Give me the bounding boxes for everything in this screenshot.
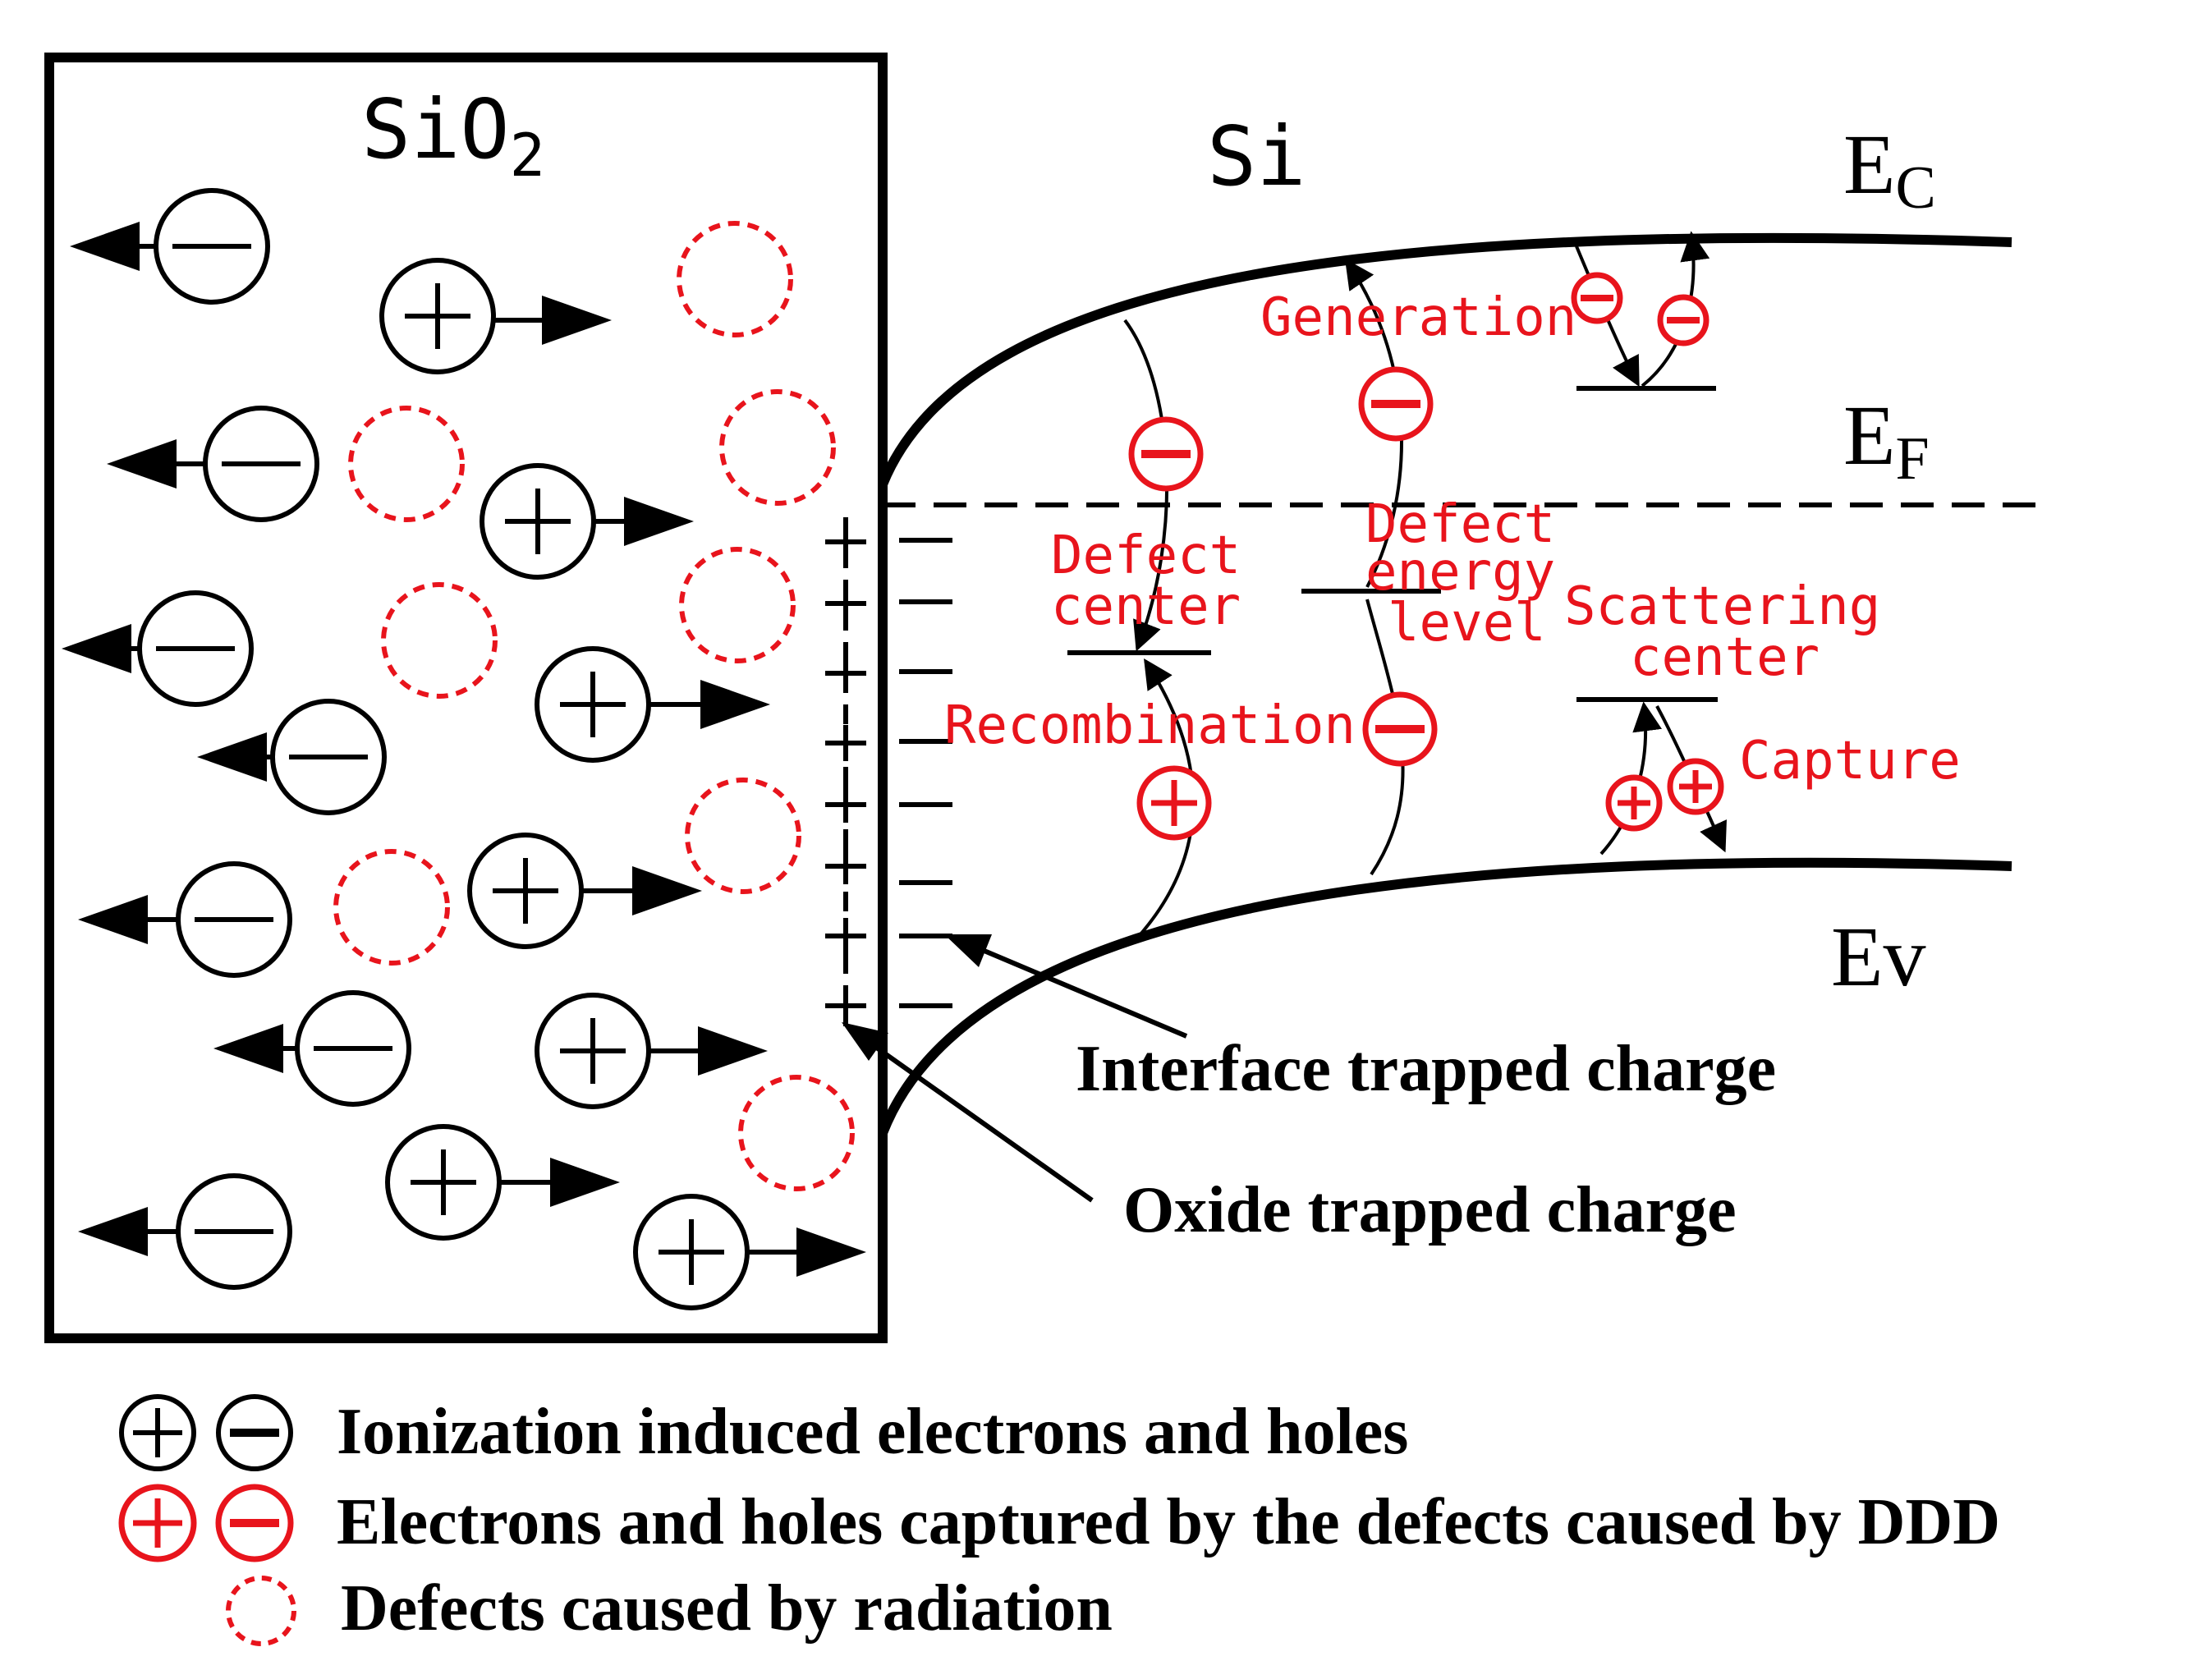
oxide-label: SiO2 (361, 81, 545, 190)
radiation-defect (333, 849, 450, 966)
electron-drift-left (78, 1173, 292, 1290)
hole-drift-right (535, 646, 770, 763)
electron-drift-left (70, 188, 270, 305)
oxide-callout-line (856, 1032, 1094, 1203)
electron-drift-left (197, 699, 387, 815)
legend-defect-symbol (226, 1576, 296, 1646)
radiation-defect (381, 582, 498, 699)
radiation-defect (679, 547, 796, 663)
captured-hole (1136, 765, 1212, 841)
scattering-center-label-line2: center (1630, 627, 1820, 688)
hole-drift-right (535, 993, 768, 1109)
hole-drift-right (379, 258, 612, 374)
capture-label: Capture (1739, 731, 1961, 791)
recombination-label: Recombination (944, 695, 1356, 756)
hole-drift-right (385, 1124, 620, 1241)
legend: Ionization induced electrons and holes E… (118, 1394, 2000, 1646)
captured-electron-small (1571, 272, 1623, 324)
oxide-callout-label: Oxide trapped charge (1123, 1174, 1737, 1246)
legend-captured-label: Electrons and holes captured by the defe… (337, 1486, 2000, 1558)
radiation-defect (685, 778, 801, 894)
legend-captured-symbols (118, 1484, 294, 1562)
radiation-defect (677, 221, 793, 337)
captured-carriers (1128, 272, 1724, 841)
legend-ionization-label: Ionization induced electrons and holes (337, 1396, 1408, 1468)
defect-center-label-line1: Defect (1051, 525, 1241, 586)
electron-drift-left (62, 590, 254, 707)
interface-callout-line (963, 940, 1188, 1039)
generation-trap-down (1575, 245, 1640, 388)
interface-callout-label: Interface trapped charge (1076, 1033, 1776, 1105)
radiation-defects (333, 221, 855, 1191)
radiation-defect (738, 1075, 855, 1191)
captured-electron (1358, 366, 1434, 442)
legend-ionization-symbols (119, 1394, 293, 1471)
ev-label: Ev (1831, 910, 1926, 1004)
captured-electron (1128, 416, 1204, 492)
captured-electron-small (1657, 294, 1709, 346)
legend-defects-label: Defects caused by radiation (341, 1572, 1113, 1645)
hole-drift-right (633, 1194, 866, 1310)
radiation-defect (719, 389, 836, 506)
silicon-label: Si (1207, 108, 1306, 204)
captured-electron (1362, 691, 1438, 767)
oxide-holes (379, 258, 866, 1310)
ec-label: EC (1843, 117, 1936, 222)
captured-hole-small (1605, 774, 1663, 832)
interface-minus-column (899, 538, 952, 1008)
conduction-band-edge (878, 232, 2012, 487)
defect-levels (1067, 386, 1718, 702)
electron-drift-left (78, 861, 292, 978)
defect-energy-label-line2: energy (1365, 542, 1555, 603)
defect-center-label-line2: center (1051, 576, 1241, 637)
electron-drift-left (107, 406, 319, 522)
generation-label: Generation (1260, 287, 1576, 348)
oxide-electrons (62, 188, 411, 1290)
interface-plus-column (825, 524, 866, 1024)
electron-drift-left (213, 990, 411, 1107)
hole-drift-right (467, 833, 702, 949)
defect-energy-label-line1: Defect (1365, 494, 1555, 555)
radiation-defect (348, 406, 465, 522)
scattering-center-label-line1: Scattering (1564, 576, 1880, 637)
hole-drift-right (480, 463, 694, 580)
captured-hole-small (1667, 758, 1724, 815)
callout-arrows (842, 934, 1188, 1203)
oxide-box (44, 53, 888, 1343)
interface-charges (825, 517, 952, 1026)
ef-label: EF (1843, 388, 1930, 493)
valence-band-edge (878, 857, 2012, 1136)
defect-energy-label-line3: level (1388, 593, 1546, 654)
